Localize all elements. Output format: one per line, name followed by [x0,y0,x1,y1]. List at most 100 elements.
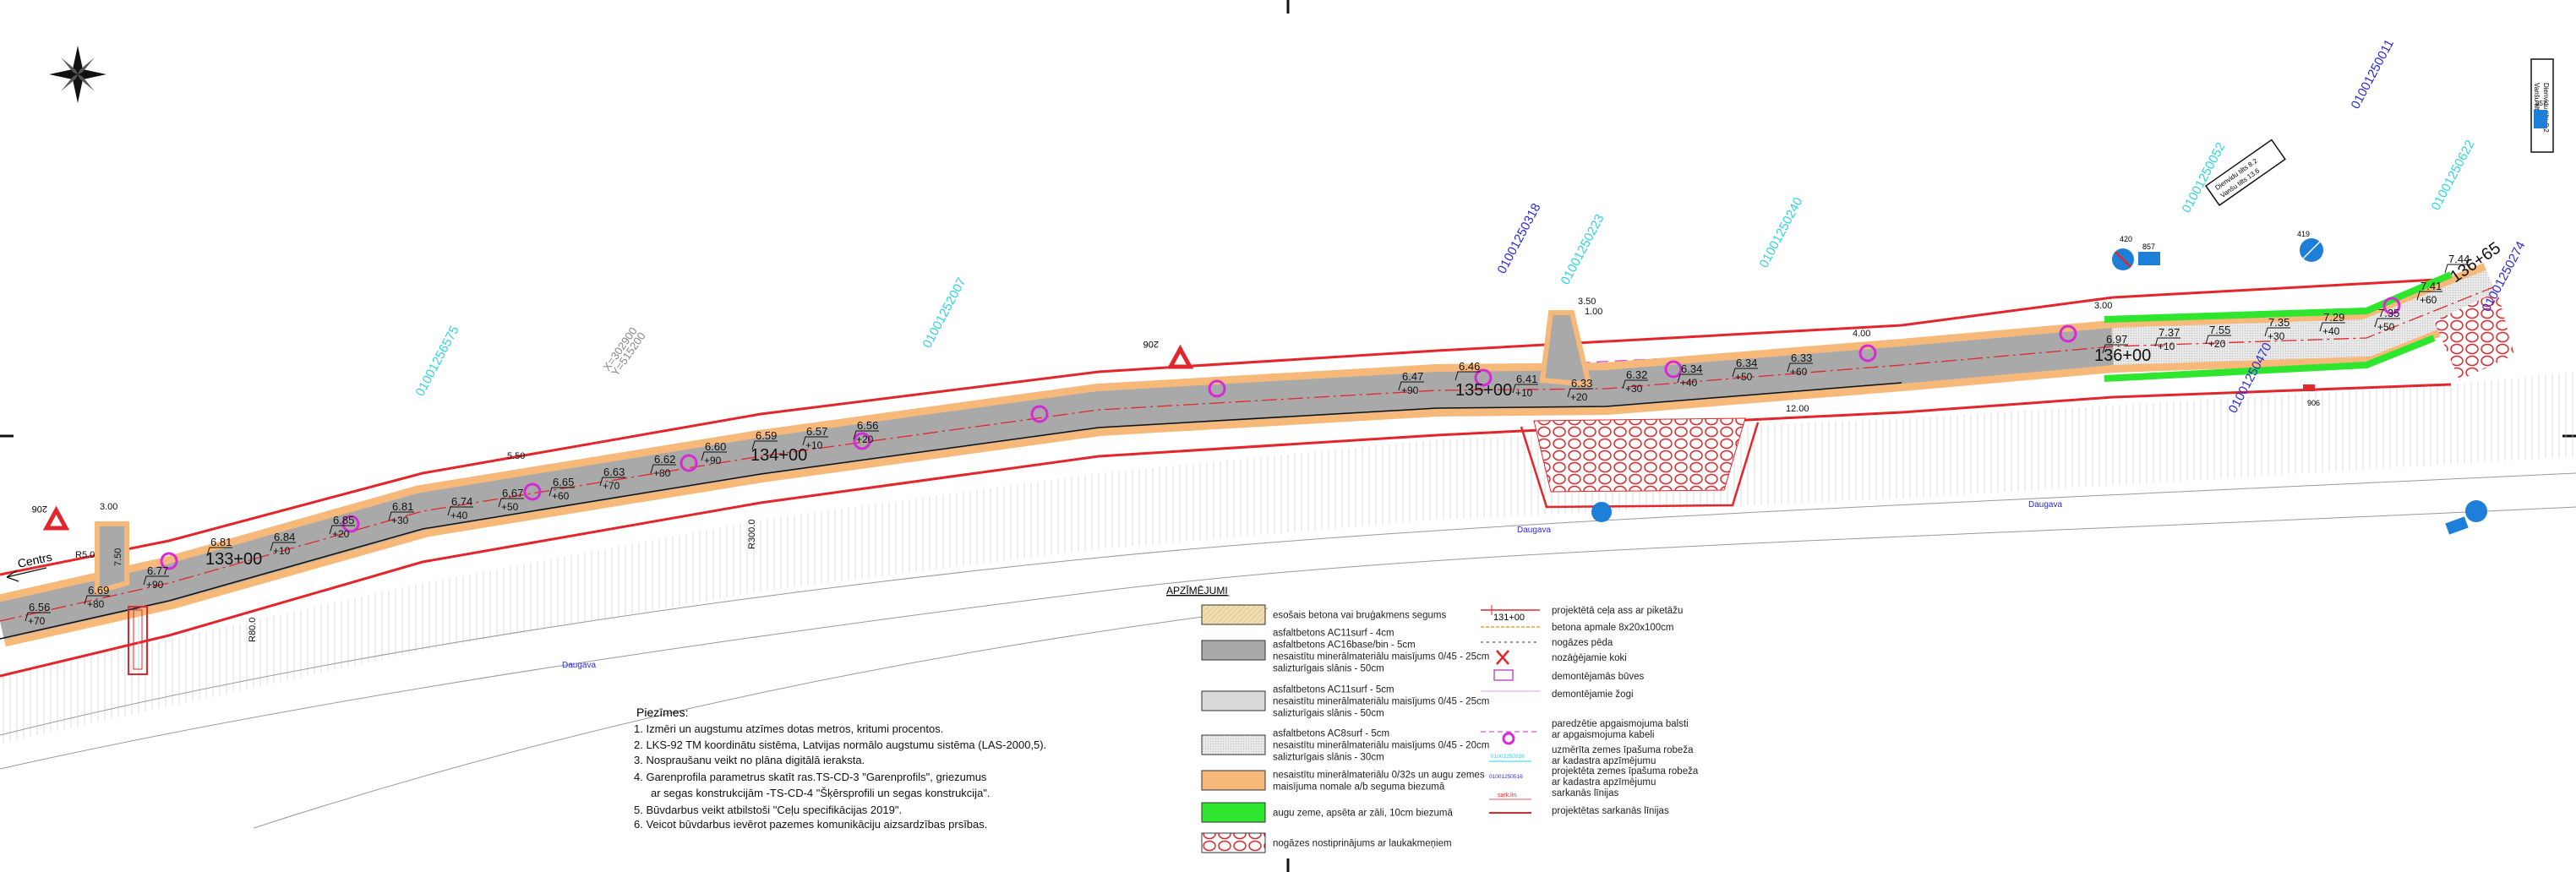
svg-text:6.62: 6.62 [654,453,675,466]
legend-text: augu zeme, apsēta ar zāli, 10cm biezumā [1273,809,1453,819]
legend-text: maisījuma nomale a/b seguma biezumā [1273,782,1445,793]
elevation-mark: 6.34+40 [1677,362,1703,389]
elevation-mark: 6.97 [2102,333,2128,354]
svg-text:+10: +10 [2158,341,2175,352]
svg-text:6.63: 6.63 [603,466,625,478]
elevation-mark: 7.35+30 [2264,316,2290,342]
parcel-id: 01001250622 [2429,138,2478,213]
svg-text:6.60: 6.60 [705,440,726,453]
legend-text: asfaltbetons AC11surf - 5cm [1273,685,1394,695]
svg-text:206: 206 [1143,339,1159,349]
river-label: Daugava [562,661,596,670]
elevation-mark: 6.41 +10 [1512,373,1538,399]
road-edges [0,382,1902,640]
elevation-mark: 6.60+90 [701,440,727,466]
river-label: Daugava [1517,526,1551,535]
svg-text:+50: +50 [2377,321,2395,333]
elevation-mark: 7.41+60 [2416,280,2442,306]
round-sign-icon [1591,502,1612,522]
legend-symbol-item: projektētas sarkanās līnijas [1552,806,1669,816]
svg-text:6.56: 6.56 [29,601,50,613]
legend-symbol-item: nozāģējamie koki [1552,652,1627,663]
legend-text: projektēta zemes īpašuma robeža [1552,766,1699,777]
elevation-mark: 6.32+30 [1622,368,1648,395]
svg-text:6.67: 6.67 [502,487,523,499]
legend-text: ar kadastra apzīmējumu [1552,756,1656,766]
legend-sample-red: sark.lin. [1498,793,1518,798]
svg-text:7.29: 7.29 [2323,311,2344,324]
elevation-mark: 6.81 +30 [388,500,414,526]
svg-text:+10: +10 [273,545,291,557]
svg-text:+90: +90 [1401,384,1419,396]
svg-text:7.35: 7.35 [2378,307,2399,319]
elevation-mark: 6.33+20 [1567,377,1593,403]
station-label: 135+00 [1455,381,1512,400]
svg-text:6.81: 6.81 [392,500,413,513]
svg-text:206: 206 [32,504,47,514]
svg-text:+40: +40 [450,510,468,521]
elevation-mark: 6.67+50 [498,487,524,513]
svg-text:+20: +20 [1570,391,1588,403]
note-item: 6. Veicot būvdarbus ievērot pazemes komu… [634,818,987,831]
svg-text:01001250516: 01001250516 [1489,774,1523,780]
legend: APZĪMĒJUMI esošais betona vai bruģakmens… [1166,585,1699,853]
svg-text:6.41: 6.41 [1516,373,1537,385]
legend-text: salizturīgais slānis - 50cm [1273,664,1384,674]
river-label: Daugava [2028,500,2062,510]
svg-text:7.50: 7.50 [113,548,123,566]
elevation-mark: 6.85+20 [329,514,355,540]
svg-text:3.00: 3.00 [2094,301,2112,311]
legend-text: nesaistītu minerālmateriālu maisījums 0/… [1273,697,1489,707]
legend-text: nesaistītu minerālmateriālu 0/32s un aug… [1273,771,1485,781]
svg-text:+30: +30 [391,515,409,526]
station-label: 133+00 [205,550,262,569]
stone-slope-reinforcement [1533,417,1746,493]
svg-text:6.74: 6.74 [451,495,472,508]
svg-text:6.65: 6.65 [553,476,574,488]
svg-text:+80: +80 [653,467,671,479]
svg-text:857: 857 [2535,100,2547,107]
elevation-mark: 6.47+90 [1398,370,1424,396]
legend-text: nogāzes nostiprinājums ar laukakmeņiem [1273,839,1452,849]
svg-text:420: 420 [2120,235,2132,243]
crosswalk [128,606,148,675]
elevation-mark: 7.29+40 [2319,311,2345,337]
legend-text: betona apmale 8x20x100cm [1552,623,1674,633]
legend-text: asfaltbetons AC11surf - 4cm [1273,629,1394,639]
legend-symbol-item: nogāzes pēda [1552,638,1613,648]
svg-text:+50: +50 [1735,371,1753,383]
svg-text:+20: +20 [2208,338,2226,350]
elevation-mark: 6.62+80 [650,453,676,479]
svg-text:+10: +10 [1515,387,1533,399]
legend-sample-station: 131+00 [1493,613,1525,623]
slope-reinforcement-outline [1520,422,1760,509]
svg-text:5.50: 5.50 [507,451,525,461]
svg-text:7.44: 7.44 [2448,253,2470,265]
elevation-mark: 6.34+50 [1732,357,1758,383]
grass-strips [2104,271,2453,382]
legend-fill-item: asfaltbetons AC11surf - 4cmasfaltbetons … [1201,629,1489,674]
red-lines [0,277,2452,678]
elevation-mark: 6.77+90 [143,564,169,591]
legend-title: APZĪMĒJUMI [1166,585,1228,597]
legend-text: nozāģējamie koki [1552,652,1627,663]
warning-sign-icon: 206 [1143,339,1194,369]
svg-text:1.00: 1.00 [1585,307,1602,317]
parcel-id: 01001256575 [413,324,462,399]
note-item: 1. Izmēri un augstumu atzīmes dotas metr… [634,722,943,735]
svg-text:6.85: 6.85 [333,514,354,526]
cycle-path-sign-icon: 857 [2534,100,2547,128]
elevation-mark: 6.57+10 [802,425,828,451]
svg-text:+40: +40 [1680,377,1698,389]
svg-text:R5.0: R5.0 [75,550,95,560]
svg-text:6.32: 6.32 [1626,368,1647,381]
route-direction-sign-right: Dienvidu tilts 8.2 Vanšu tilts 13.6 [2530,58,2554,153]
legend-symbol-item: demontējamie žogi [1552,689,1634,700]
notes: Piezīmes: 1. Izmēri un augstumu atzīmes … [634,706,1046,831]
legend-text: uzmērīta zemes īpašuma robeža [1552,745,1694,755]
note-item: 4. Garenprofila parametrus skatīt ras.TS… [634,771,987,783]
svg-text:+70: +70 [28,615,46,627]
